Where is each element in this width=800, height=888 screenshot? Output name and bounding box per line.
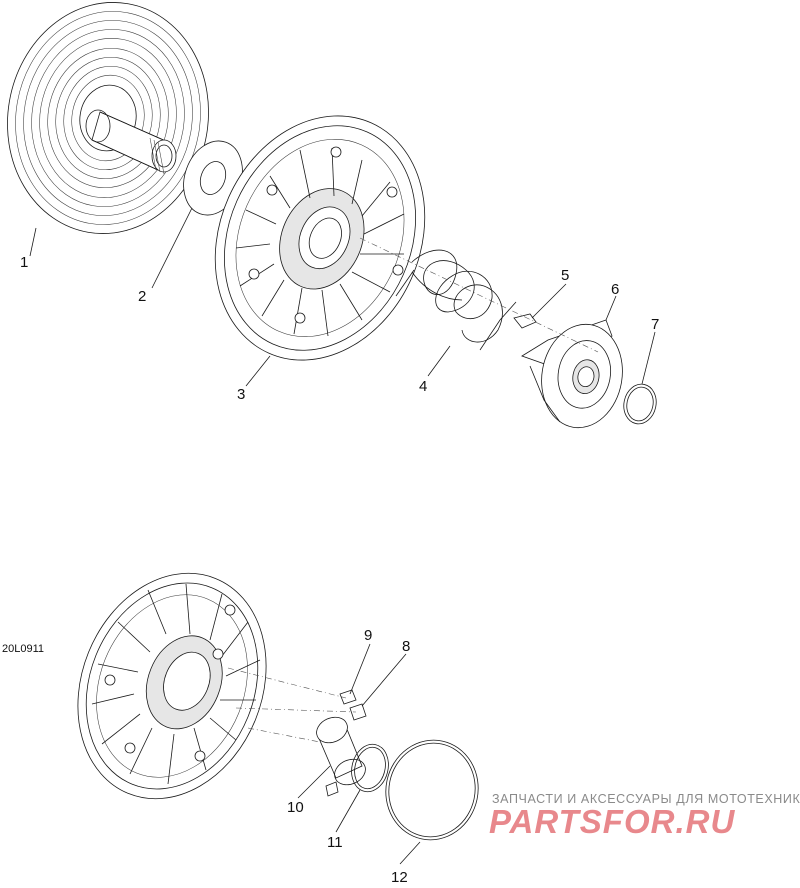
leader-8 [361, 653, 407, 707]
callout-10: 10 [287, 799, 304, 816]
callout-6: 6 [611, 281, 620, 298]
part-9-slider [339, 689, 357, 705]
part-6-cam [521, 319, 623, 429]
leader-6 [605, 295, 617, 321]
leader-3 [245, 355, 271, 387]
figure-reference-code: 20L0911 [2, 643, 45, 655]
watermark-caption: ЗАПЧАСТИ И АКСЕССУАРЫ ДЛЯ МОТОТЕХНИКИ [492, 792, 800, 806]
leader-9 [349, 643, 371, 695]
part-4-spring [395, 249, 517, 351]
leader-12 [399, 841, 421, 865]
part-3-movable-sheave [214, 115, 426, 361]
part-3-movable-sheave-rear-view [77, 572, 267, 800]
part-12-seal-ring [385, 739, 479, 841]
callout-4: 4 [419, 378, 428, 395]
lower-guide-2 [235, 707, 357, 713]
leader-11 [335, 789, 361, 833]
leader-4 [427, 345, 451, 377]
part-10-bushing [316, 716, 366, 797]
callout-2: 2 [138, 288, 147, 305]
watermark-logo: PARTSFOR.RU [489, 803, 735, 839]
part-7-retaining-ring [623, 383, 657, 425]
callout-12: 12 [391, 869, 408, 886]
leader-lines [29, 207, 656, 865]
leader-1 [29, 227, 37, 257]
callout-7: 7 [651, 316, 660, 333]
callout-11: 11 [327, 834, 343, 851]
callout-8: 8 [402, 638, 411, 655]
part-1-fixed-sheave [7, 2, 209, 234]
leader-5 [531, 283, 567, 319]
watermark-logo-text: PARTSFOR.RU [489, 803, 735, 839]
callout-3: 3 [237, 386, 246, 403]
callout-9: 9 [364, 627, 373, 644]
part-11-o-ring [351, 743, 389, 793]
leader-2 [151, 207, 193, 289]
leader-7 [641, 331, 656, 385]
leader-10 [297, 765, 331, 799]
callout-5: 5 [561, 267, 570, 284]
lower-guide-3 [247, 727, 321, 743]
callout-1: 1 [20, 254, 29, 271]
part-8-slider [349, 703, 367, 721]
upper-centerline [359, 237, 599, 353]
